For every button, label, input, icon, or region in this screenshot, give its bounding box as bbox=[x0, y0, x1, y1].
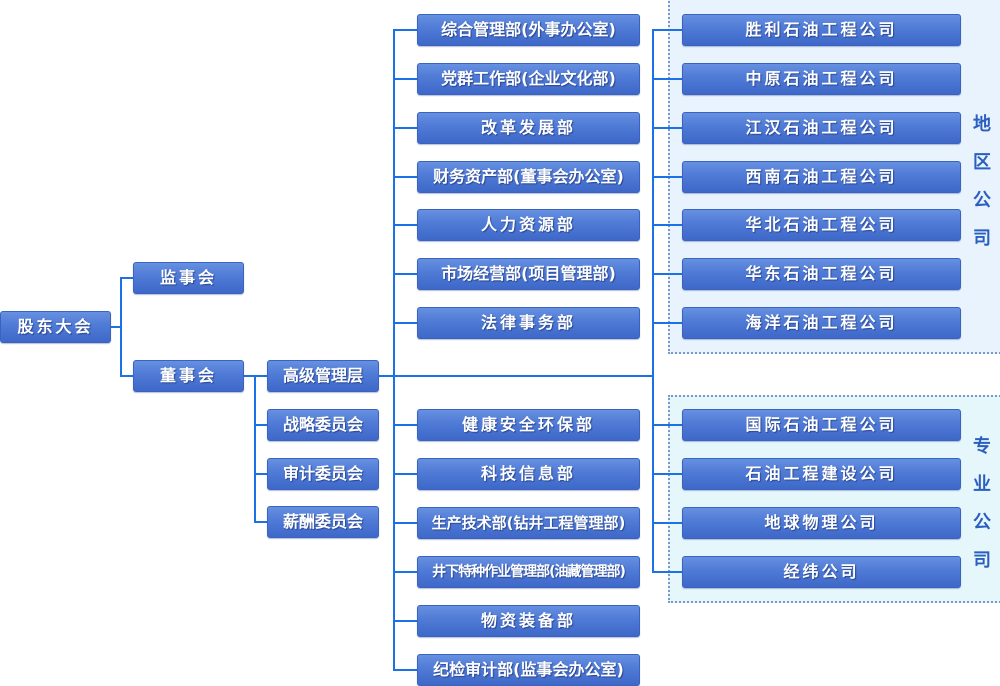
node-specialized-company[interactable]: 经纬公司 bbox=[682, 556, 961, 588]
connector bbox=[393, 176, 417, 178]
node-regional-company[interactable]: 海洋石油工程公司 bbox=[682, 307, 961, 339]
connector bbox=[652, 571, 682, 573]
connector bbox=[652, 78, 682, 80]
specialized-group-label: 专 业 公 司 bbox=[970, 428, 994, 580]
node-regional-company[interactable]: 中原石油工程公司 bbox=[682, 63, 961, 95]
node-department[interactable]: 市场经营部(项目管理部) bbox=[417, 258, 640, 290]
connector bbox=[120, 277, 122, 377]
regional-label-char: 地 bbox=[973, 114, 991, 135]
node-regional-company[interactable]: 西南石油工程公司 bbox=[682, 161, 961, 193]
connector bbox=[652, 322, 682, 324]
connector bbox=[652, 29, 654, 573]
node-strategy-committee[interactable]: 战略委员会 bbox=[267, 409, 379, 441]
connector bbox=[652, 29, 682, 31]
node-department[interactable]: 生产技术部(钻井工程管理部) bbox=[417, 507, 640, 539]
specialized-label-char: 公 bbox=[973, 512, 991, 533]
connector bbox=[393, 78, 417, 80]
node-department[interactable]: 党群工作部(企业文化部) bbox=[417, 63, 640, 95]
node-department[interactable]: 井下特种作业管理部(油藏管理部) bbox=[417, 556, 640, 588]
node-specialized-company[interactable]: 地球物理公司 bbox=[682, 507, 961, 539]
node-senior-management[interactable]: 高级管理层 bbox=[267, 360, 379, 392]
connector bbox=[393, 620, 417, 622]
connector bbox=[393, 224, 417, 226]
connector bbox=[652, 127, 682, 129]
connector bbox=[393, 424, 417, 426]
connector bbox=[254, 473, 267, 475]
node-audit-committee[interactable]: 审计委员会 bbox=[267, 458, 379, 490]
node-regional-company[interactable]: 江汉石油工程公司 bbox=[682, 112, 961, 144]
connector bbox=[393, 273, 417, 275]
node-department[interactable]: 法律事务部 bbox=[417, 307, 640, 339]
specialized-label-char: 专 bbox=[973, 436, 991, 457]
connector bbox=[393, 127, 417, 129]
node-board-of-directors[interactable]: 董事会 bbox=[133, 360, 244, 392]
node-department[interactable]: 物资装备部 bbox=[417, 605, 640, 637]
connector bbox=[393, 29, 417, 31]
connector bbox=[393, 669, 417, 671]
regional-label-char: 区 bbox=[973, 152, 991, 173]
regional-group-label: 地 区 公 司 bbox=[970, 106, 994, 258]
connector bbox=[393, 473, 417, 475]
connector bbox=[254, 424, 267, 426]
specialized-label-char: 业 bbox=[973, 474, 991, 495]
node-department[interactable]: 综合管理部(外事办公室) bbox=[417, 14, 640, 46]
node-department[interactable]: 纪检审计部(监事会办公室) bbox=[417, 654, 640, 686]
node-regional-company[interactable]: 华北石油工程公司 bbox=[682, 209, 961, 241]
connector bbox=[393, 571, 417, 573]
connector bbox=[652, 273, 682, 275]
connector bbox=[652, 473, 682, 475]
connector bbox=[652, 522, 682, 524]
node-department[interactable]: 科技信息部 bbox=[417, 458, 640, 490]
connector bbox=[393, 522, 417, 524]
node-specialized-company[interactable]: 国际石油工程公司 bbox=[682, 409, 961, 441]
node-regional-company[interactable]: 华东石油工程公司 bbox=[682, 258, 961, 290]
node-department[interactable]: 健康安全环保部 bbox=[417, 409, 640, 441]
node-compensation-committee[interactable]: 薪酬委员会 bbox=[267, 506, 379, 538]
node-shareholders-meeting[interactable]: 股东大会 bbox=[0, 311, 111, 343]
connector bbox=[652, 224, 682, 226]
connector bbox=[110, 326, 122, 328]
node-specialized-company[interactable]: 石油工程建设公司 bbox=[682, 458, 961, 490]
connector bbox=[254, 375, 256, 523]
node-department[interactable]: 财务资产部(董事会办公室) bbox=[417, 161, 640, 193]
node-department[interactable]: 人力资源部 bbox=[417, 209, 640, 241]
connector bbox=[393, 322, 417, 324]
connector bbox=[378, 375, 654, 377]
specialized-label-char: 司 bbox=[973, 550, 991, 571]
connector bbox=[393, 29, 395, 670]
regional-label-char: 公 bbox=[973, 190, 991, 211]
connector bbox=[120, 277, 133, 279]
node-regional-company[interactable]: 胜利石油工程公司 bbox=[682, 14, 961, 46]
connector bbox=[652, 424, 682, 426]
connector bbox=[254, 521, 267, 523]
connector bbox=[652, 176, 682, 178]
connector bbox=[120, 375, 133, 377]
node-supervisory-board[interactable]: 监事会 bbox=[133, 262, 244, 294]
regional-label-char: 司 bbox=[973, 228, 991, 249]
node-department[interactable]: 改革发展部 bbox=[417, 112, 640, 144]
